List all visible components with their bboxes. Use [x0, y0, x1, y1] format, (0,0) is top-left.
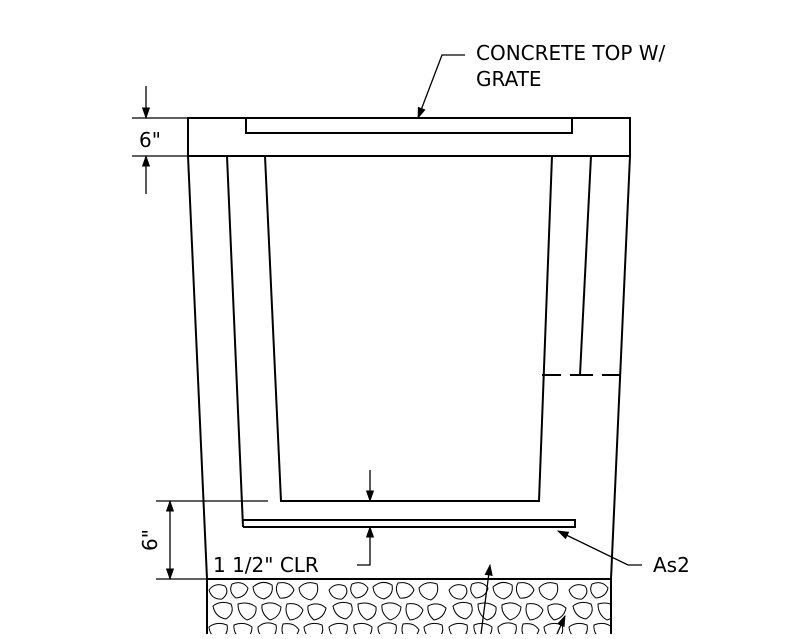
clear-cover-label: 1 1/2" CLR [213, 553, 319, 577]
section-leader-left [480, 563, 493, 635]
as2-label: As2 [653, 553, 690, 577]
right-wall-rebar [579, 155, 592, 376]
bottom-dimension [156, 499, 268, 581]
top-dimension [132, 86, 188, 194]
left-outer-wall [187, 155, 208, 580]
gravel-base [208, 581, 610, 635]
bottom-dimension-label: 6" [138, 529, 162, 551]
top-dimension-label: 6" [139, 128, 161, 152]
right-outer-wall [610, 155, 631, 580]
clear-cover-dimension [357, 470, 375, 566]
concrete-top-slab [187, 117, 631, 157]
bottom-rebar-as2 [243, 519, 576, 528]
grate-recess [245, 117, 573, 134]
top-note-line1: CONCRETE TOP W/ [476, 41, 666, 65]
top-note-line2: GRATE [476, 67, 542, 91]
top-note-leader [417, 54, 465, 120]
left-wall-rebar [226, 155, 244, 528]
inner-cavity [264, 155, 553, 502]
section-leader-right [556, 614, 566, 635]
as2-leader [556, 530, 642, 566]
